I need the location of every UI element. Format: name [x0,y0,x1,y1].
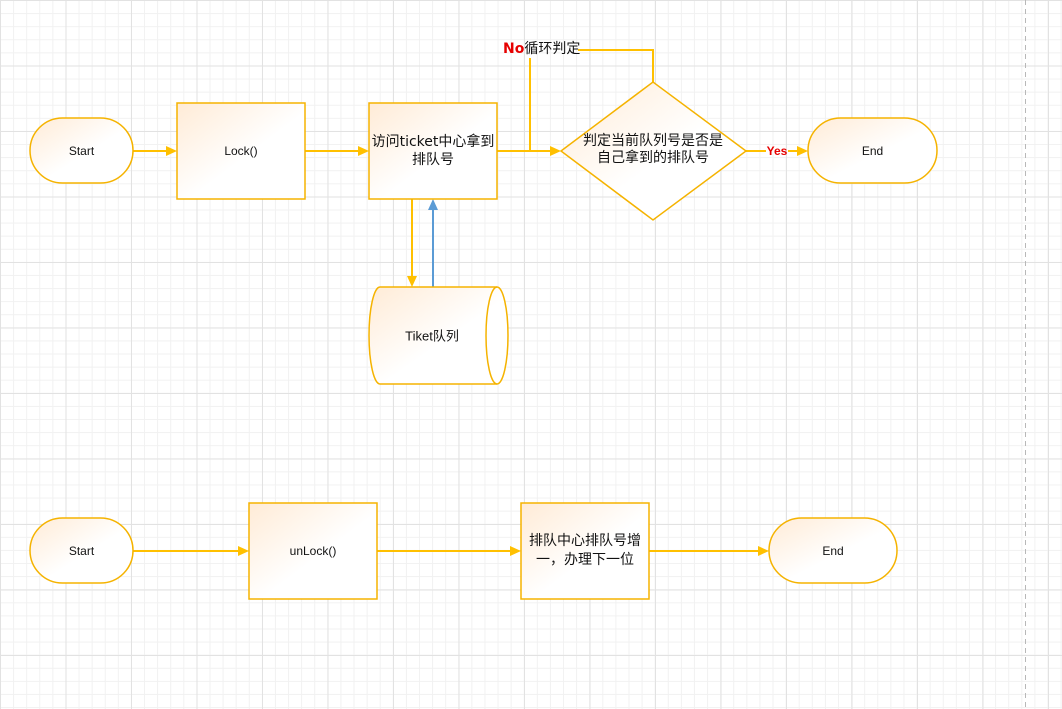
start-terminator: Start [29,117,134,184]
get-ticket-process-box: 访问ticket中心拿到 排队号 [368,102,498,200]
lock-process-box: Lock() [176,102,306,200]
lock-shape [176,102,306,200]
start-shape [29,117,134,184]
unlock-label: unLock() [290,544,337,558]
unlock-start-terminator: Start [29,517,134,584]
unlock-flow: Start unLock() 排队中心排队号增 一，办理下一位 End [29,502,898,600]
queue-label: Tiket队列 [405,329,459,344]
lock-flow: Start Lock() 访问ticket中心拿到 排队号 Tiket队列 判定… [29,41,938,385]
end-shape [807,117,938,184]
end-terminator: End [807,117,938,184]
increment-shape [520,502,650,600]
loop-connector-from-check [578,49,654,82]
get-ticket-shape [368,102,498,200]
lock-label: Lock() [224,144,257,158]
get-ticket-label-line-2: 排队号 [412,152,454,168]
get-ticket-label-line-1: 访问ticket中心拿到 [372,133,495,150]
end-label: End [862,144,883,158]
start-label: Start [69,144,95,158]
check-decision-diamond: 判定当前队列号是否是 自己拿到的排队号 [559,81,748,221]
queue-shape-front-face [485,286,498,385]
increment-label-line-2: 一，办理下一位 [536,552,634,568]
check-label-line-1: 判定当前队列号是否是 [583,132,723,149]
unlock-end-shape [768,517,898,584]
check-shape [559,81,748,221]
check-label-line-2: 自己拿到的排队号 [597,149,709,166]
increment-process-box: 排队中心排队号增 一，办理下一位 [520,502,650,600]
ticket-queue-storage: Tiket队列 [368,286,509,385]
loop-description-label: 循环判定 [524,41,580,57]
unlock-process-box: unLock() [248,502,378,600]
unlock-end-label: End [822,544,843,558]
unlock-start-label: Start [69,544,95,558]
increment-label-line-1: 排队中心排队号增 [529,533,641,549]
unlock-start-shape [29,517,134,584]
yes-label: Yes [767,144,788,158]
loop-no-label: No [503,41,525,57]
loop-connector-label: No循环判定 [503,41,580,57]
unlock-shape [248,502,378,600]
unlock-end-terminator: End [768,517,898,584]
